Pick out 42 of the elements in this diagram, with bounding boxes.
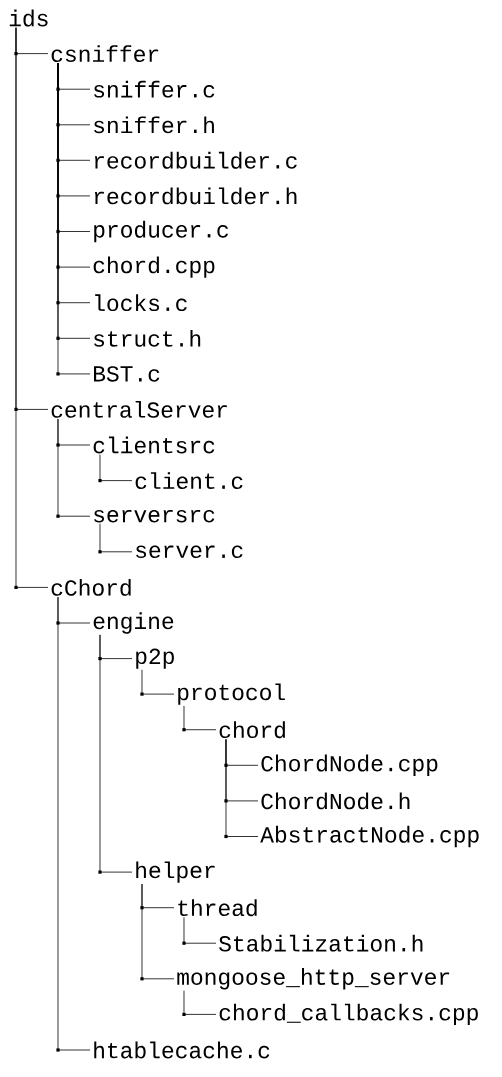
file-name: locks.c [95,294,187,312]
tree-connector [14,27,49,589]
file-name: cChord [51,578,131,596]
file-name: chord_callbacks.cpp [219,1003,478,1026]
file-name: chord [219,721,285,739]
tree-connector [56,596,91,1052]
file-name: AbstractNode.cpp [260,825,479,848]
tree-connector [98,634,133,874]
file-name: thread [178,899,257,917]
file-name: ids [9,9,48,27]
tree-connector [182,705,217,732]
tree-connector [182,916,217,945]
file-name: clientsrc [93,436,215,454]
file-name: ChordNode.h [261,792,410,810]
file-name: server.c [136,545,243,559]
file-name: chord.cpp [93,256,215,278]
tree-connector [140,883,175,981]
file-name: serversrc [94,509,215,523]
file-name: engine [93,612,174,634]
file-name: helper [136,861,215,883]
file-name: p2p [136,648,174,669]
file-name: client.c [135,472,243,489]
file-name: htablecache.c [94,1041,270,1059]
file-name: recordbuilder.c [94,151,297,169]
file-name: struct.h [94,329,201,347]
tree-connector [98,454,133,483]
tree-connector [98,523,133,554]
file-name: csniffer [51,45,159,62]
file-name: BST.c [94,366,160,382]
tree-connector [56,418,91,518]
tree-connector [140,669,175,696]
file-name: sniffer.c [94,80,215,98]
tree-connector [224,738,259,839]
tree-connector [182,990,217,1016]
file-name: Stabilization.h [219,934,423,952]
file-name: protocol [178,683,285,705]
file-name: centralServer [51,401,227,418]
file-name: recordbuilder.h [94,187,297,205]
file-name: ChordNode.cpp [261,754,438,776]
file-name: producer.c [94,220,229,243]
file-name: mongoose_http_server [177,968,450,990]
file-name: sniffer.h [94,116,214,134]
